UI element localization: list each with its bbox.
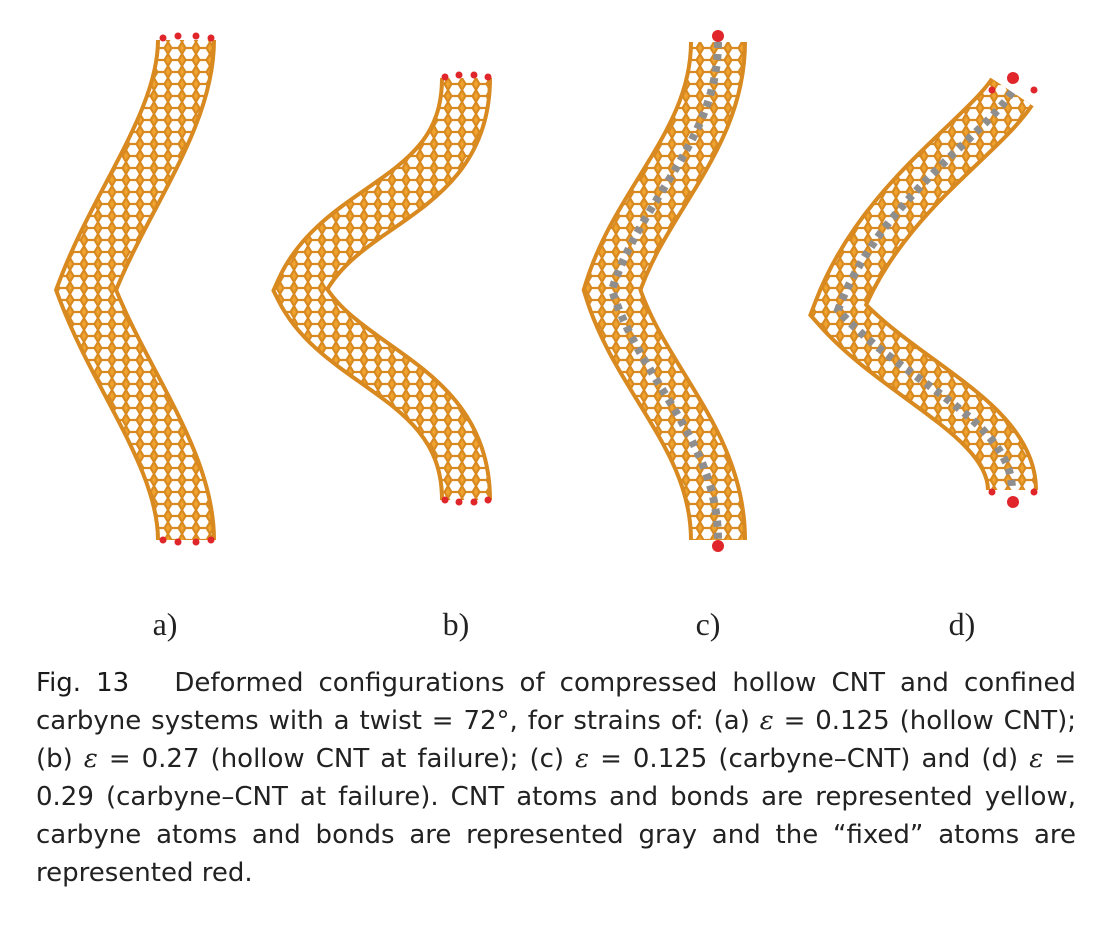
panel-b-fixed-atoms-top (441, 71, 492, 81)
caption-part-2: = 0.125 (hollow CNT); (b) (36, 706, 1076, 774)
panel-label-d: d) (948, 606, 976, 642)
panel-c-tube (581, 30, 747, 552)
panel-label-a: a) (152, 606, 178, 642)
panel-a-fixed-atoms-top (159, 32, 215, 42)
epsilon-symbol: ε (1029, 744, 1044, 774)
figure-panels (53, 30, 1038, 552)
epsilon-symbol: ε (575, 744, 590, 774)
panel-label-b: b) (442, 606, 470, 642)
panel-a-fixed-atoms-bottom (159, 536, 215, 546)
epsilon-symbol: ε (759, 706, 774, 736)
epsilon-symbol: ε (83, 744, 98, 774)
caption-part-3: = 0.27 (hollow CNT at failure); (c) (97, 744, 576, 774)
panel-a-tube (53, 32, 216, 546)
panel-d-tube (808, 72, 1038, 508)
panel-d-carbyne-chain (833, 89, 1016, 491)
panel-c-fixed-atom-bottom (712, 540, 724, 552)
panel-d-fixed-atoms-rim-bottom (988, 488, 1038, 496)
panel-b-fixed-atoms-bottom (441, 496, 492, 506)
panel-label-c: c) (695, 606, 721, 642)
caption-part-1: Deformed configurations of compressed ho… (36, 668, 1076, 736)
caption-part-5: = 0.29 (carbyne–CNT at failure). CNT ato… (36, 744, 1076, 888)
caption-part-4: = 0.125 (carbyne–CNT) and (d) (589, 744, 1030, 774)
panel-c-fixed-atom-top (712, 30, 724, 42)
panel-d-fixed-atom-top (1007, 72, 1019, 84)
figure-caption: Fig. 13 Deformed configurations of compr… (36, 664, 1076, 892)
panel-b-tube (271, 71, 492, 506)
panel-d-fixed-atom-bottom (1007, 496, 1019, 508)
figure-number: Fig. 13 (36, 668, 130, 698)
panel-d-fixed-atoms-rim-top (988, 86, 1038, 94)
panel-c-carbyne-chain (607, 41, 722, 541)
